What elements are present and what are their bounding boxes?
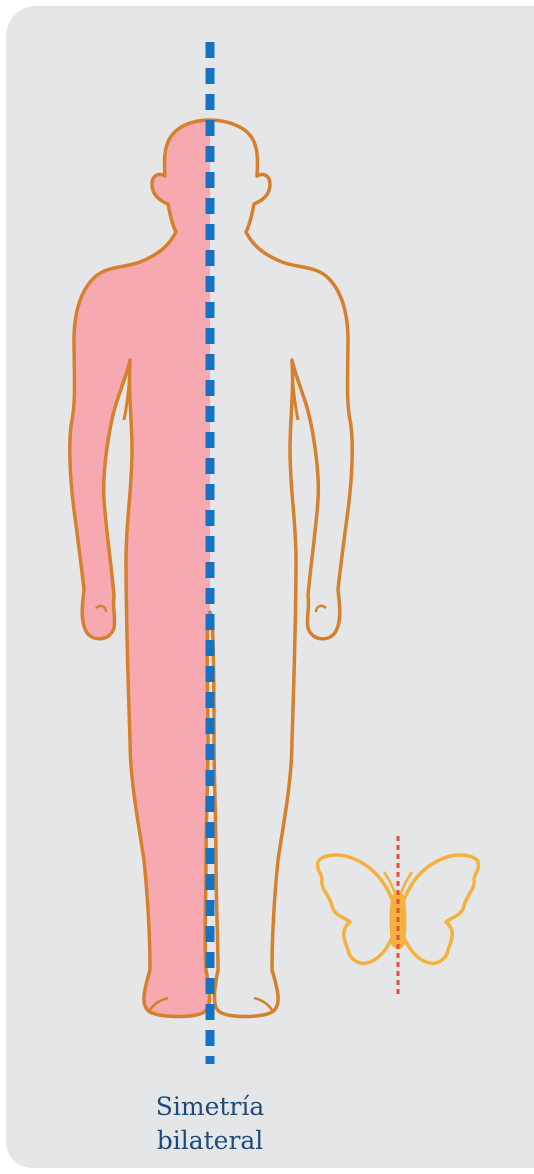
butterfly-left-wing <box>318 855 396 963</box>
butterfly-right-wing <box>400 855 478 963</box>
caption: Simetría bilateral <box>110 1090 310 1158</box>
caption-line-2: bilateral <box>110 1124 310 1158</box>
caption-line-1: Simetría <box>110 1090 310 1124</box>
